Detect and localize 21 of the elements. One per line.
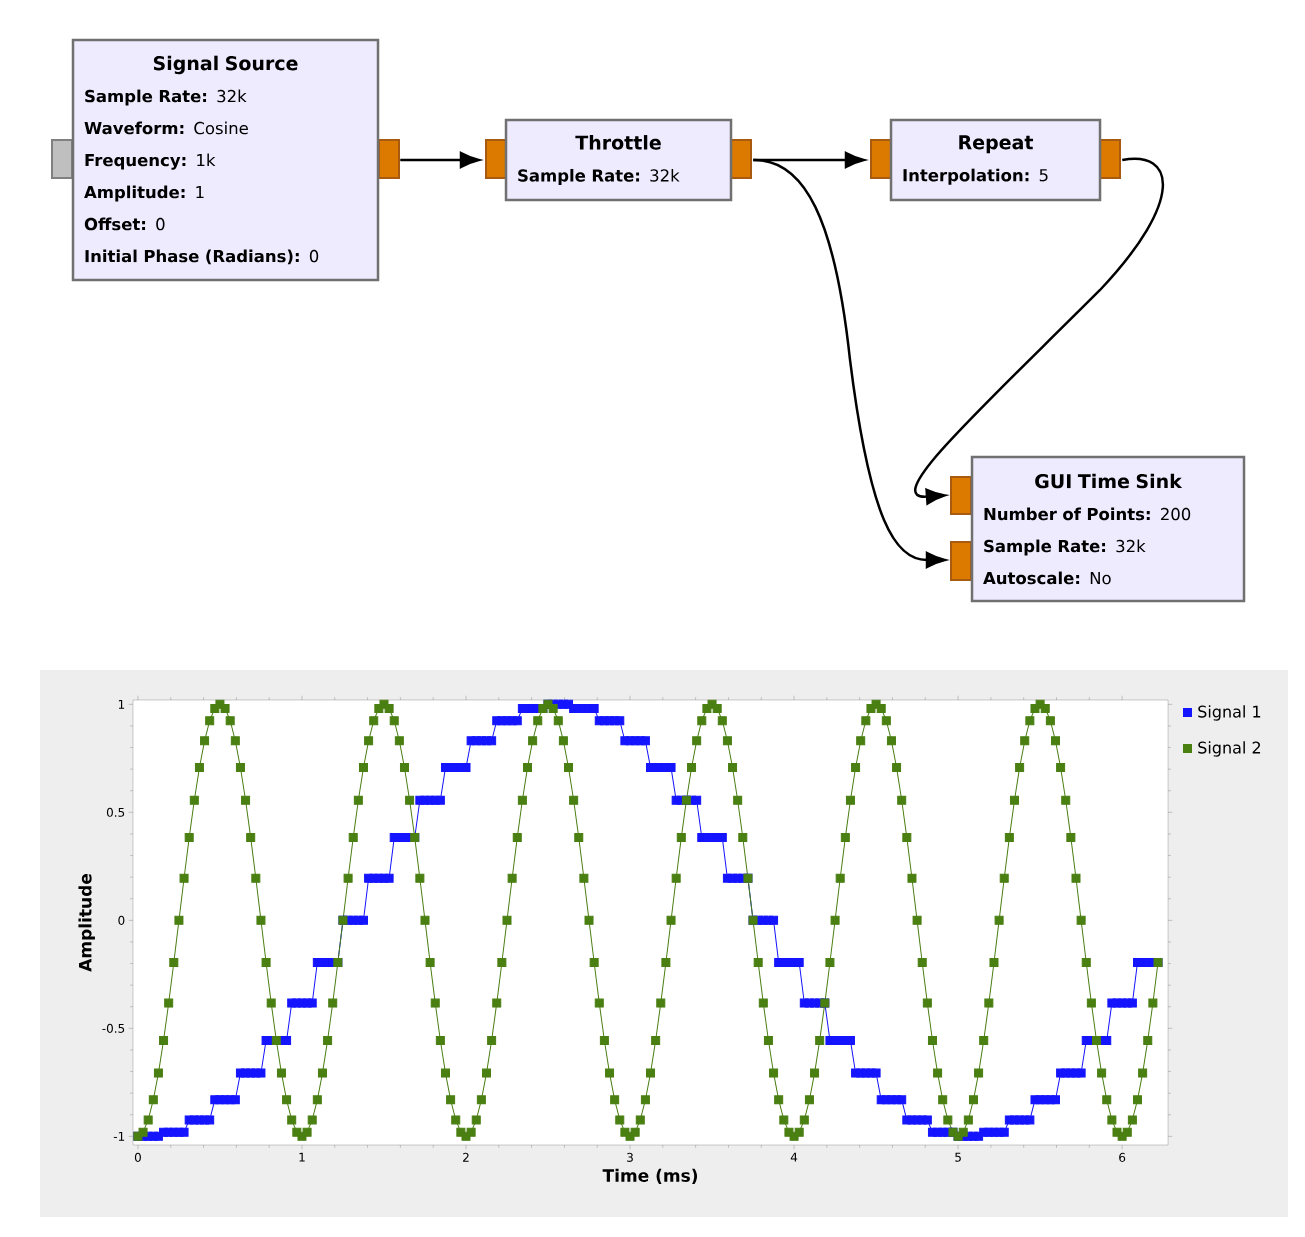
arrow [914, 157, 1164, 505]
x-tick-label: 1 [299, 1152, 305, 1162]
block-box: Signal Source Sample Rate: 32k Waveform: Cosine Frequency: 1k Amplitude: 1 Offset: 0 Initial Phase (Radians): 0 [71, 38, 380, 282]
y-tick-label: -0.5 [102, 1023, 125, 1033]
y-tick-label: 0 [118, 915, 125, 925]
x-tick-label: 2 [463, 1152, 469, 1162]
y-tick-label: 0.5 [106, 807, 125, 817]
block-box: Repeat Interpolation: 5 [889, 118, 1102, 202]
x-tick-label: 0 [134, 1152, 141, 1162]
x-axis-title: Time (ms) [602, 1168, 698, 1184]
x-tick-label: 3 [627, 1152, 633, 1162]
y-tick-label: 1 [118, 699, 125, 709]
x-tick-label: 5 [955, 1152, 961, 1162]
legend-label: Signal 2 [1198, 741, 1261, 757]
block-box: Throttle Sample Rate: 32k [504, 118, 733, 202]
y-axis-title: Amplitude [78, 873, 95, 972]
y-tick-label: -1 [113, 1131, 125, 1141]
block-box: GUI Time Sink Number of Points: 200 Sample Rate: 32k Autoscale: No [970, 455, 1246, 603]
x-tick-label: 4 [790, 1152, 798, 1162]
x-tick-label: 6 [1119, 1152, 1126, 1162]
legend-label: Signal 1 [1198, 705, 1261, 721]
